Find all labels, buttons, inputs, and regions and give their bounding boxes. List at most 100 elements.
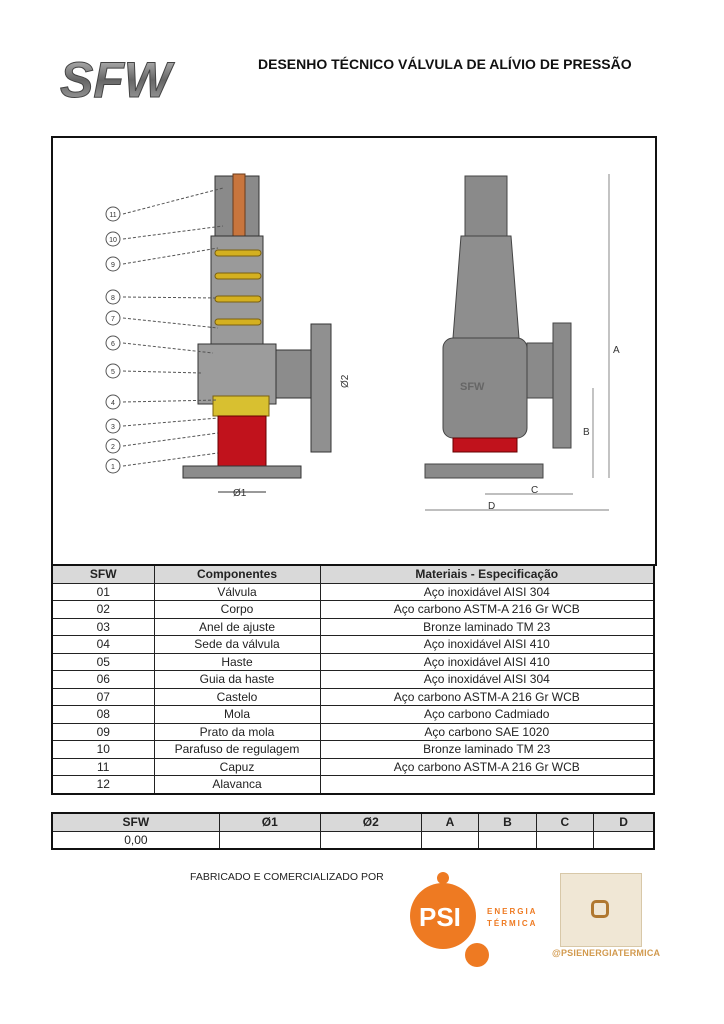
dim-header: D [593,812,655,832]
svg-text:10: 10 [109,237,117,244]
svg-text:7: 7 [111,316,115,323]
col-sfw: SFW [51,564,155,584]
dim-header: Ø1 [218,812,321,832]
callouts: 11 10 9 8 7 6 5 4 3 2 1 [105,206,121,474]
svg-text:6: 6 [111,341,115,348]
table-row: 0,00 [51,830,655,850]
component-cell: Guia da haste [153,670,321,689]
component-cell: Anel de ajuste [153,617,321,636]
instagram-handle: @PSIENERGIATERMICA [552,948,661,958]
material-cell: Aço carbono Cadmiado [319,705,655,724]
svg-text:5: 5 [111,369,115,376]
sfw-cell: 03 [51,617,155,636]
material-cell: Aço inoxidável AISI 304 [319,670,655,689]
dim-header: Ø2 [319,812,422,832]
sfw-cell: 07 [51,687,155,706]
dim-header: SFW [51,812,220,832]
col-componentes: Componentes [153,564,321,584]
sfw-cell: 12 [51,775,155,794]
dim-cell [478,830,537,850]
svg-text:2: 2 [111,444,115,451]
component-cell: Prato da mola [153,722,321,741]
sfw-cell: 06 [51,670,155,689]
components-table: SFW Componentes Materiais - Especificaçã… [51,564,655,795]
component-cell: Mola [153,705,321,724]
material-cell: Aço carbono SAE 1020 [319,722,655,741]
dim-cell [218,830,321,850]
sfw-logo: SFW [60,55,176,103]
svg-text:Ø2: Ø2 [340,374,351,388]
exterior-view: SFW A B C D [424,174,620,512]
dim-header: B [478,812,537,832]
svg-text:A: A [613,345,620,356]
svg-text:ENERGIA: ENERGIA [487,907,537,916]
material-cell: Aço inoxidável AISI 410 [319,652,655,671]
dim-header: C [535,812,595,832]
dim-cell [593,830,655,850]
sfw-cell: 02 [51,600,155,619]
section-view: 11 10 9 8 7 6 5 4 3 2 1 Ø1 Ø2 [105,173,351,499]
svg-text:SFW: SFW [460,381,485,393]
svg-text:Ø1: Ø1 [233,488,247,499]
component-cell: Sede da válvula [153,635,321,654]
col-materiais: Materiais - Especificação [319,564,655,584]
material-cell: Bronze laminado TM 23 [319,617,655,636]
sfw-cell: 04 [51,635,155,654]
material-cell: Aço inoxidável AISI 410 [319,635,655,654]
instagram-qr-code [560,873,642,947]
instagram-icon [591,900,609,918]
material-cell [319,775,655,794]
component-cell: Corpo [153,600,321,619]
svg-text:9: 9 [111,262,115,269]
component-cell: Parafuso de regulagem [153,740,321,759]
technical-drawing: 11 10 9 8 7 6 5 4 3 2 1 Ø1 Ø2 [51,136,657,566]
component-cell: Haste [153,652,321,671]
component-cell: Válvula [153,582,321,601]
component-cell: Castelo [153,687,321,706]
svg-text:TÉRMICA: TÉRMICA [487,919,537,928]
dim-cell [535,830,595,850]
sfw-cell: 05 [51,652,155,671]
material-cell: Bronze laminado TM 23 [319,740,655,759]
svg-text:8: 8 [111,295,115,302]
sfw-cell: 10 [51,740,155,759]
svg-text:SFW: SFW [60,55,175,103]
svg-text:11: 11 [109,212,116,219]
component-cell: Capuz [153,757,321,776]
sfw-cell: 11 [51,757,155,776]
material-cell: Aço carbono ASTM-A 216 Gr WCB [319,757,655,776]
material-cell: Aço carbono ASTM-A 216 Gr WCB [319,687,655,706]
svg-text:B: B [583,427,590,438]
page-title: DESENHO TÉCNICO VÁLVULA DE ALÍVIO DE PRE… [258,56,632,72]
sfw-cell: 09 [51,722,155,741]
svg-text:4: 4 [111,400,115,407]
dim-cell [319,830,422,850]
material-cell: Aço carbono ASTM-A 216 Gr WCB [319,600,655,619]
material-cell: Aço inoxidável AISI 304 [319,582,655,601]
svg-text:1: 1 [111,464,115,471]
psi-logo: PSI ENERGIA TÉRMICA [410,872,537,967]
dim-cell: 0,00 [51,830,220,850]
dim-header: A [420,812,480,832]
component-cell: Alavanca [153,775,321,794]
dim-cell [420,830,480,850]
svg-text:C: C [531,485,538,496]
svg-text:D: D [488,501,495,512]
manufacturer-label: FABRICADO E COMERCIALIZADO POR [190,871,384,883]
sfw-cell: 01 [51,582,155,601]
svg-text:3: 3 [111,424,115,431]
sfw-cell: 08 [51,705,155,724]
